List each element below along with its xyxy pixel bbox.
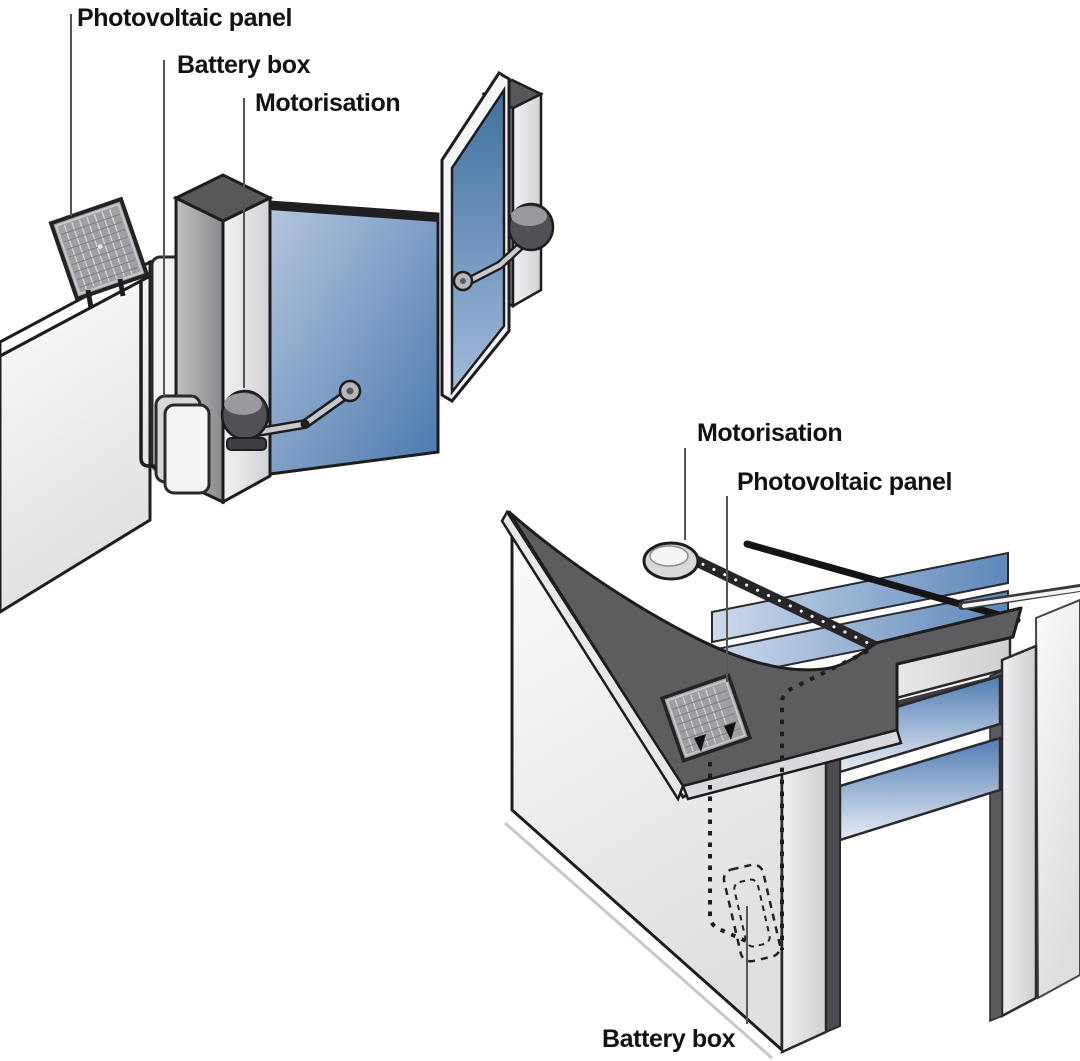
label-battery-box-1: Battery box bbox=[177, 51, 311, 79]
gate-leaf-left bbox=[268, 200, 440, 476]
pv-panel-mount bbox=[85, 289, 94, 309]
motor-chain bbox=[682, 551, 880, 652]
roof-fascia-front bbox=[681, 728, 903, 801]
label-photovoltaic-panel-2: Photovoltaic panel bbox=[737, 468, 952, 496]
pv-mount-arrow bbox=[694, 722, 736, 752]
right-wall bbox=[1034, 598, 1080, 1000]
label-photovoltaic-panel-1: Photovoltaic panel bbox=[77, 4, 292, 32]
pillar-cap bbox=[172, 173, 274, 223]
garage-roof bbox=[500, 509, 1023, 802]
motor-icon-right bbox=[452, 202, 555, 292]
ground-shadow bbox=[504, 821, 773, 1060]
motor-icon-left bbox=[220, 379, 362, 451]
swing-gate-scene: Photovoltaic panel Battery box Motorisat… bbox=[0, 4, 555, 614]
pv-panel-icon bbox=[48, 196, 150, 302]
battery-box-icon-garage bbox=[722, 863, 782, 963]
battery-box-icon bbox=[154, 394, 211, 495]
label-motorisation-1: Motorisation bbox=[255, 89, 400, 117]
garage-door-scene: Motorisation Photovoltaic panel Battery … bbox=[500, 419, 1080, 1060]
pv-panel-mount bbox=[117, 278, 126, 297]
solar-cable bbox=[139, 282, 172, 468]
cable-pv-to-battery bbox=[708, 762, 747, 943]
gate-leaf-right bbox=[440, 70, 511, 403]
guide-rod bbox=[958, 584, 1080, 610]
label-motorisation-2: Motorisation bbox=[697, 419, 842, 447]
boundary-wall bbox=[0, 273, 152, 614]
label-battery-box-2: Battery box bbox=[602, 1025, 736, 1053]
roof-fascia-left bbox=[500, 509, 685, 802]
pv-panel-icon-garage bbox=[659, 673, 753, 763]
motor-icon-garage bbox=[642, 541, 700, 581]
